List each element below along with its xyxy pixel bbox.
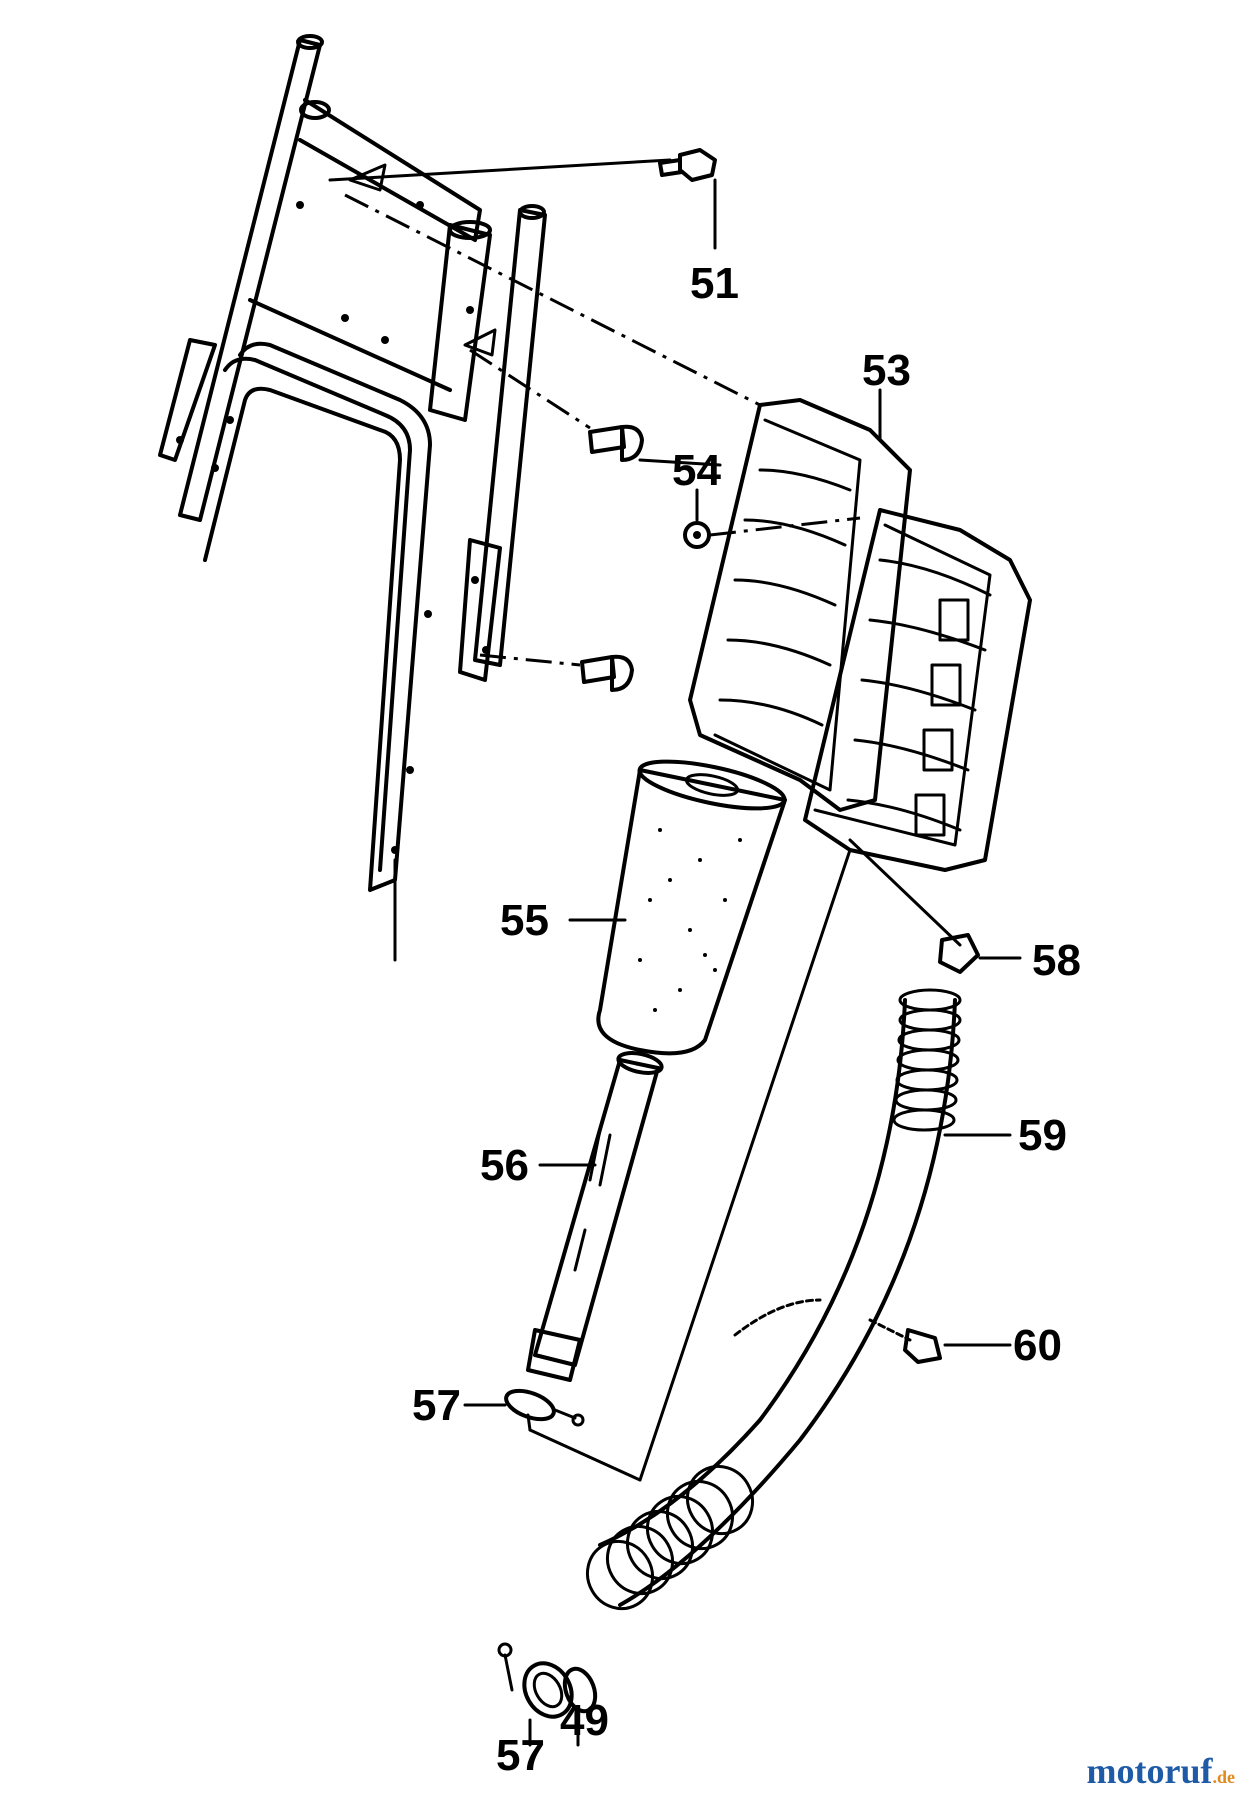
part-label-58: 58	[1032, 936, 1081, 985]
bolt-middle	[588, 424, 644, 462]
watermark-logo: motoruf.de	[1087, 1750, 1235, 1792]
part-label-51: 51	[690, 259, 739, 308]
cap-58	[938, 933, 980, 974]
housing-53	[688, 398, 1032, 872]
handle-frame	[158, 34, 547, 962]
ring-49	[562, 1666, 598, 1714]
part-label-55: 55	[500, 896, 549, 945]
part-label-60: 60	[1013, 1321, 1062, 1370]
part-label-56: 56	[480, 1141, 529, 1190]
bolt-51	[658, 148, 717, 182]
part-label-57-lower: 57	[496, 1731, 545, 1780]
tube-56	[526, 1051, 664, 1382]
part-label-54: 54	[672, 446, 721, 495]
hose-59	[585, 988, 962, 1611]
nut-54	[683, 521, 711, 549]
chain-60	[733, 1298, 942, 1364]
watermark-tld: .de	[1212, 1767, 1236, 1787]
part-label-59: 59	[1018, 1111, 1067, 1160]
filter-55	[596, 759, 787, 1056]
alignment-lines	[328, 158, 962, 1482]
part-label-57-upper: 57	[412, 1381, 461, 1430]
part-label-49: 49	[560, 1696, 609, 1745]
label-leaders	[463, 178, 1022, 1747]
clamp-57-upper	[504, 1388, 585, 1427]
bolt-lower	[580, 654, 634, 692]
watermark-name: motoruf	[1086, 1751, 1213, 1791]
part-label-53: 53	[862, 346, 911, 395]
